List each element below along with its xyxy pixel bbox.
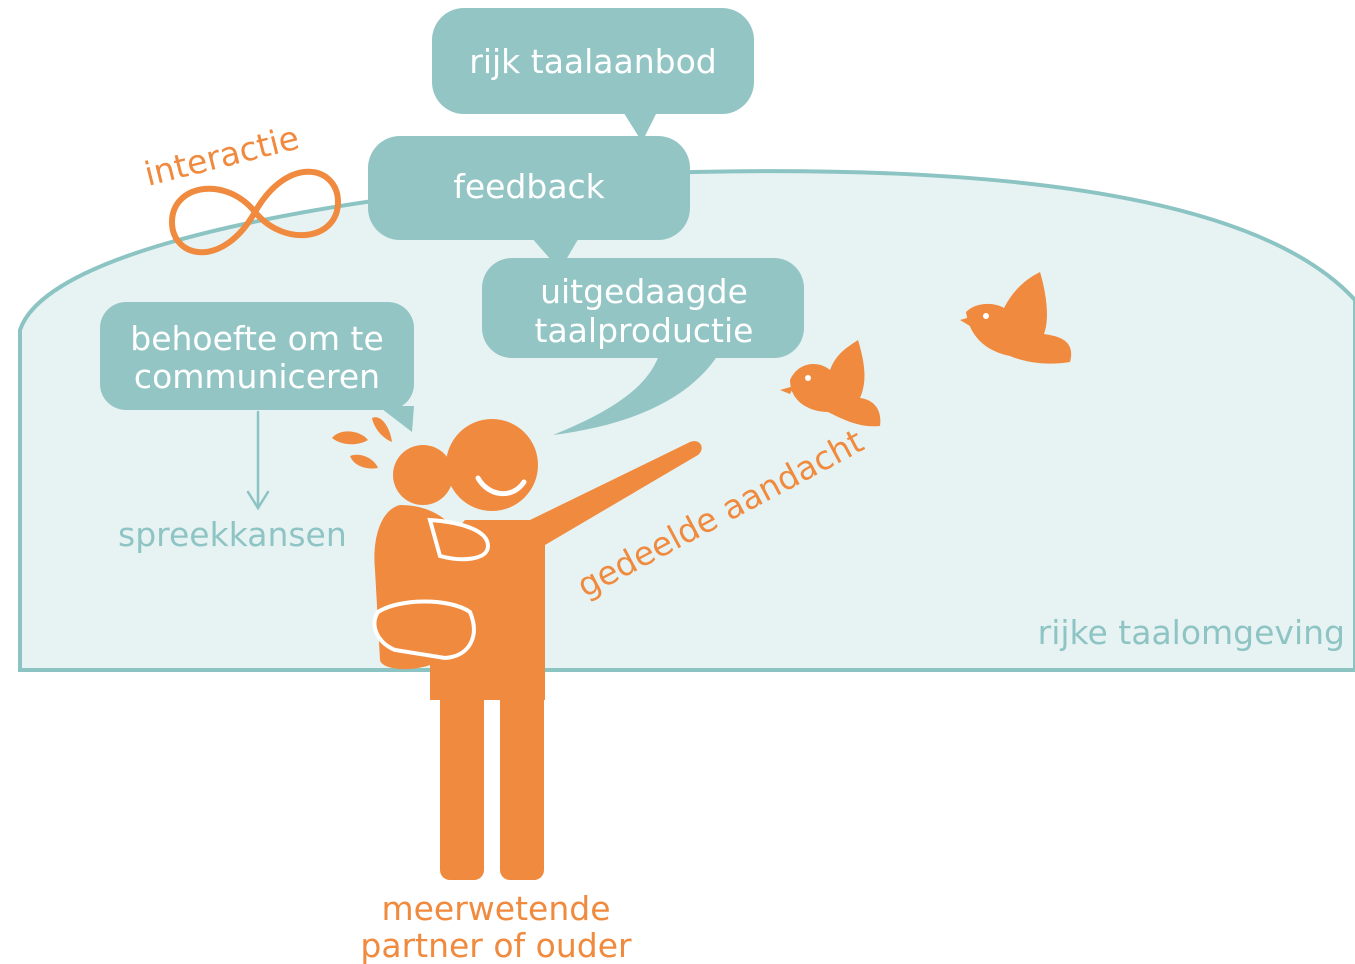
person-smile xyxy=(475,475,527,497)
bird-icon xyxy=(780,340,881,427)
excitement-marks-icon xyxy=(332,417,392,469)
partner-label-line1: meerwetende xyxy=(381,889,610,928)
speaking-chances-label: spreekkansen xyxy=(118,515,347,554)
person-holding-arm xyxy=(372,599,476,661)
bubble-language-input: rijk taalaanbod xyxy=(432,8,754,142)
bubble-language-production-line2: taalproductie xyxy=(535,311,754,350)
person-icon xyxy=(430,419,702,880)
bubble-need-to-communicate: behoefte om te communiceren xyxy=(100,302,414,432)
bubble-language-production-line1: uitgedaagde xyxy=(540,272,748,311)
bird-icon xyxy=(960,272,1072,364)
partner-label-line2: partner of ouder xyxy=(360,926,632,964)
bubble-language-input-text: rijk taalaanbod xyxy=(469,42,717,81)
bubble-feedback: feedback xyxy=(368,136,690,270)
bubble-feedback-text: feedback xyxy=(453,167,605,206)
bubble-language-production: uitgedaagde taalproductie xyxy=(482,258,804,435)
bubble-need-line1: behoefte om te xyxy=(130,319,384,358)
infinity-icon xyxy=(168,168,342,256)
arrow-down-icon xyxy=(246,410,270,511)
environment-label: rijke taalomgeving xyxy=(1038,613,1345,652)
bubble-need-line2: communiceren xyxy=(134,357,380,396)
child-arm xyxy=(427,517,491,562)
